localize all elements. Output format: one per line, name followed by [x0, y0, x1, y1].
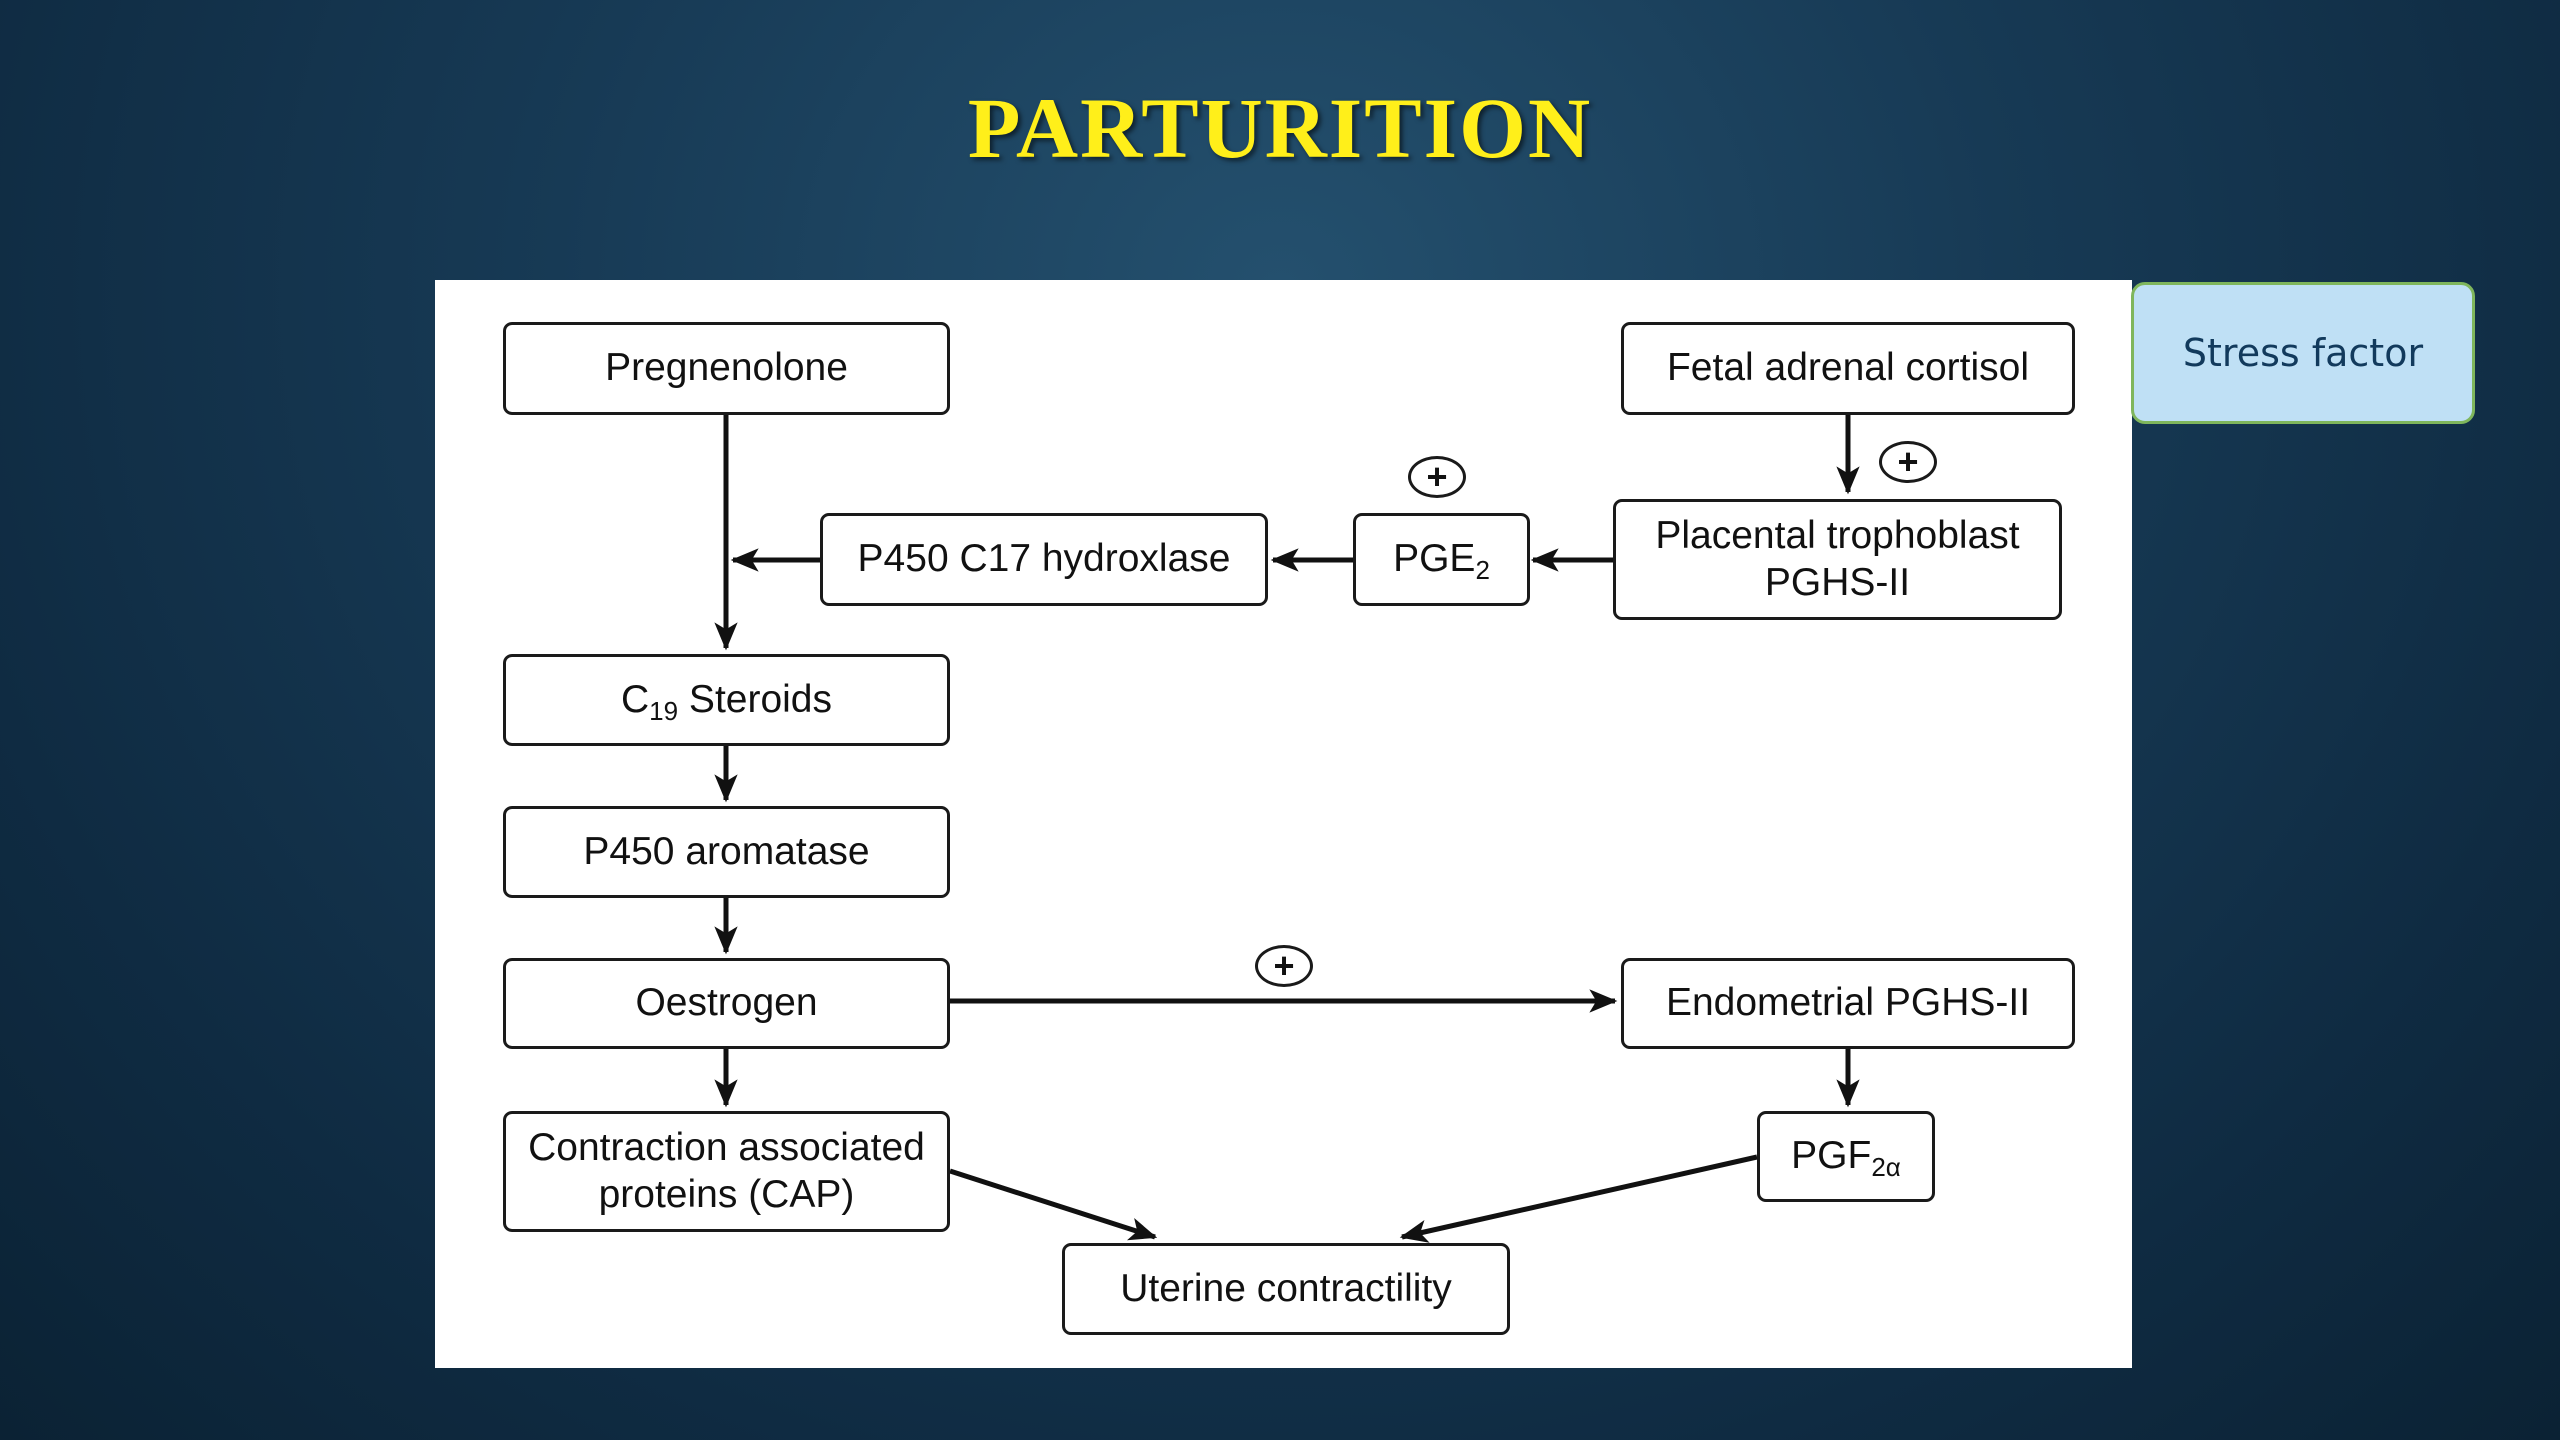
slide-title: PARTURITION [967, 80, 1593, 176]
node-pregnenolone: Pregnenolone [503, 322, 950, 415]
plus-sign-cortisol: + [1879, 441, 1937, 483]
plus-sign-oestrogen: + [1255, 945, 1313, 987]
connector-layer [714, 415, 1860, 1243]
node-p450-aromatase: P450 aromatase [503, 806, 950, 898]
node-uterine-contractility: Uterine contractility [1062, 1243, 1510, 1335]
arrow-pgf2a-to-uterine [1399, 1154, 1758, 1243]
stress-factor-callout: Stress factor [2131, 282, 2475, 424]
node-p450-c17-hydroxylase: P450 C17 hydroxlase [820, 513, 1268, 606]
node-oestrogen: Oestrogen [503, 958, 950, 1049]
node-pge2: PGE2 [1353, 513, 1530, 606]
plus-sign-pge2: + [1408, 456, 1466, 498]
node-c19-steroids: C19 Steroids [503, 654, 950, 746]
node-endometrial-pghs-ii: Endometrial PGHS-II [1621, 958, 2075, 1049]
node-pgf2a: PGF2α [1757, 1111, 1935, 1202]
node-fetal-adrenal-cortisol: Fetal adrenal cortisol [1621, 322, 2075, 415]
flow-diagram: Pregnenolone Fetal adrenal cortisol P450… [435, 280, 2132, 1368]
arrow-cap-to-uterine [949, 1168, 1158, 1241]
